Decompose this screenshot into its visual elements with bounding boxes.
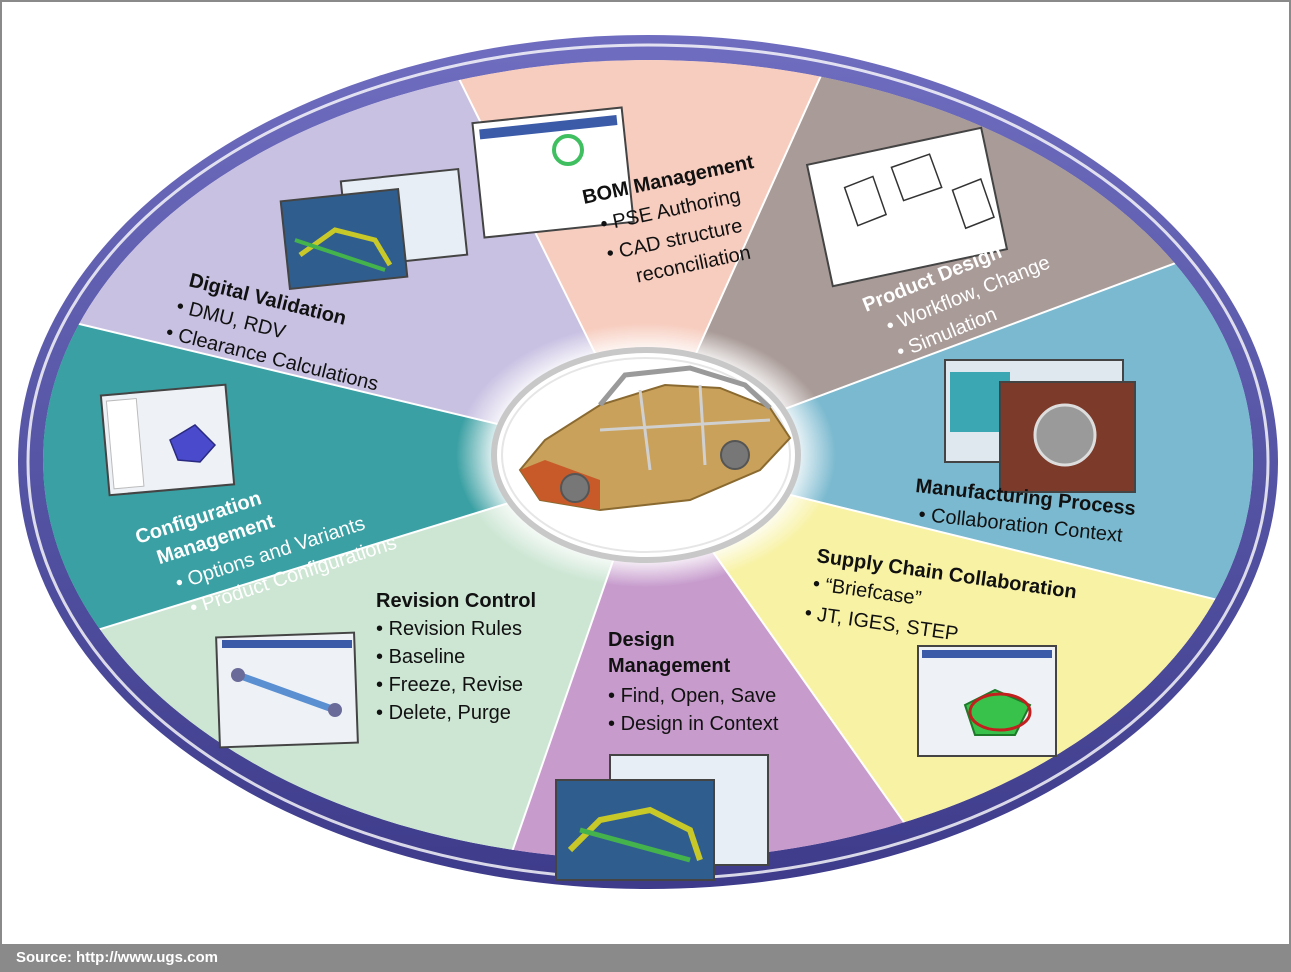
revision-control-bullet-4: • Delete, Purge bbox=[376, 702, 511, 724]
design-management-label: Design Management • Find, Open, Save • D… bbox=[608, 629, 779, 735]
manufacturing-screenshots bbox=[944, 359, 1136, 493]
digital-validation-screenshots bbox=[279, 167, 469, 291]
design-management-bullet-1: • Find, Open, Save bbox=[608, 685, 776, 707]
technical-drawing bbox=[805, 126, 1009, 288]
revision-control-title: Revision Control bbox=[376, 590, 536, 612]
revision-control-bullet-3: • Freeze, Revise bbox=[376, 674, 523, 696]
supply-chain-screenshot bbox=[917, 645, 1057, 757]
segment-bom bbox=[420, 60, 855, 460]
design-management-bullet-2: • Design in Context bbox=[608, 713, 779, 735]
revision-control-bullet-1: • Revision Rules bbox=[376, 618, 522, 640]
source-text: Source: http://www.ugs.com bbox=[16, 949, 218, 966]
design-management-title-line2: Management bbox=[608, 655, 731, 677]
revision-control-bullet-2: • Baseline bbox=[376, 646, 465, 668]
design-management-title-line1: Design bbox=[608, 629, 675, 651]
source-bar: Source: http://www.ugs.com bbox=[0, 944, 1291, 972]
bom-screenshot bbox=[471, 106, 635, 239]
revision-control-screenshot bbox=[215, 631, 359, 749]
revision-control-label: Revision Control • Revision Rules • Base… bbox=[376, 590, 536, 724]
design-management-screenshots bbox=[555, 754, 769, 881]
configuration-screenshot bbox=[99, 383, 236, 497]
plm-wheel-diagram: BOM Management • PSE Authoring • CAD str… bbox=[18, 35, 1278, 889]
car-body-image bbox=[518, 365, 792, 512]
